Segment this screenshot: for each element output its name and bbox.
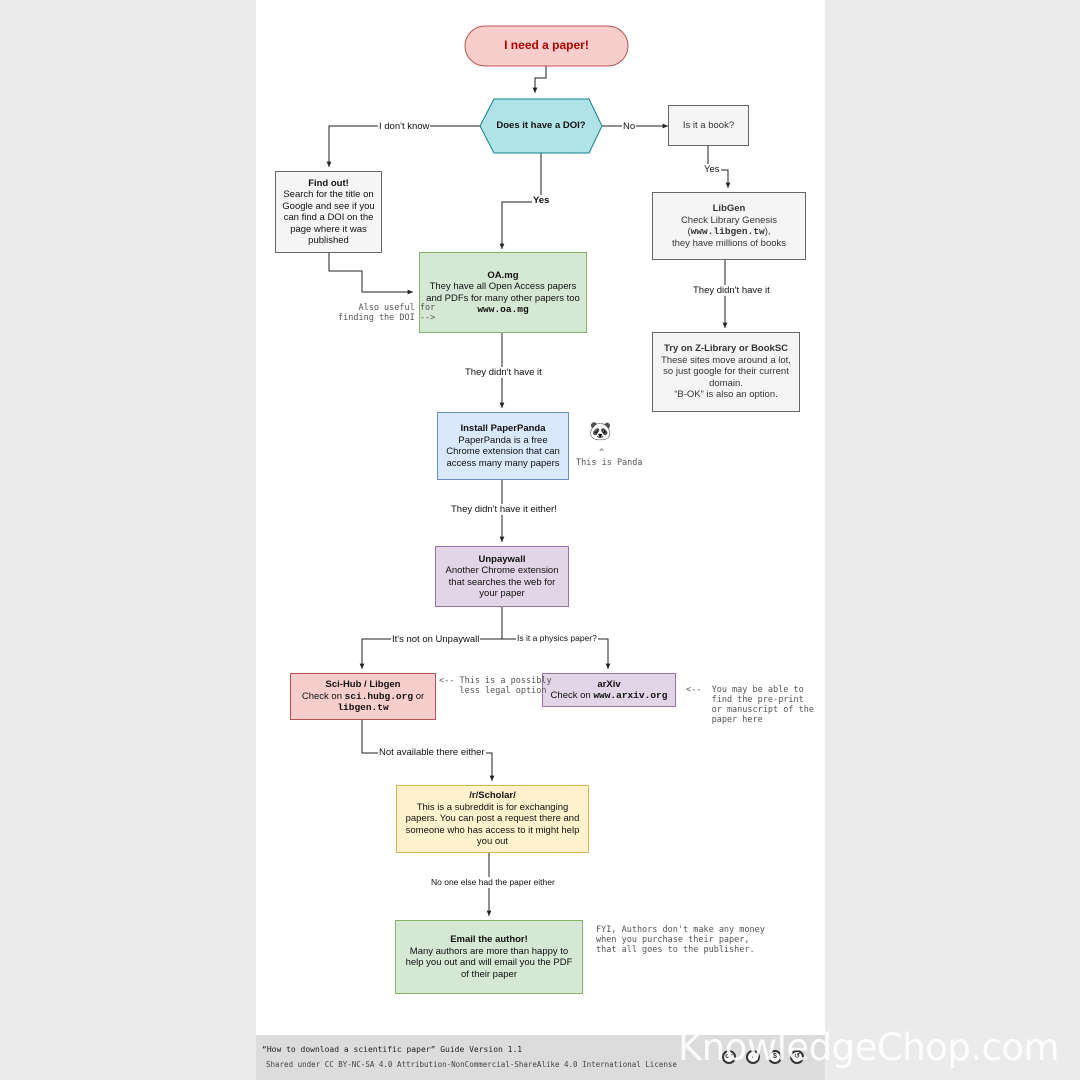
note-scihub: <-- This is a possibly less legal option xyxy=(439,676,552,696)
libgen-url: www.libgen.tw xyxy=(690,226,765,237)
paperpanda-body: PaperPanda is a free Chrome extension th… xyxy=(446,434,560,469)
edge-label-yes-book: Yes xyxy=(703,164,721,175)
email-title: Email the author! xyxy=(450,934,528,945)
start-node-shape xyxy=(464,25,629,67)
zlib-extra: “B-OK” is also an option. xyxy=(674,389,778,401)
by-icon: i xyxy=(746,1050,760,1064)
libgen-body1: Check Library Genesis xyxy=(680,214,778,226)
edge-start-to-doi xyxy=(532,66,547,93)
start-label: I need a paper! xyxy=(504,38,589,53)
scihub-prefix: Check on xyxy=(301,690,342,702)
book-question-label: Is it a book? xyxy=(682,119,735,131)
libgen-body2: they have millions of books xyxy=(671,237,787,249)
scholar-title: /r/Scholar/ xyxy=(469,790,516,802)
footer-license: Shared under CC BY-NC-SA 4.0 Attribution… xyxy=(266,1060,677,1069)
note-fyi: FYI, Authors don't make any money when y… xyxy=(596,925,765,955)
email-node: Email the author! Many authors are more … xyxy=(395,920,583,994)
find-out-body: Search for the title on Google and see i… xyxy=(282,189,375,246)
unpaywall-title: Unpaywall xyxy=(478,553,526,565)
paperpanda-title: Install PaperPanda xyxy=(460,423,546,434)
doi-question-node: Does it have a DOI? xyxy=(480,99,602,153)
scihub-or: or xyxy=(415,690,425,702)
oamg-url: www.oa.mg xyxy=(477,304,529,315)
scholar-node: /r/Scholar/ This is a subreddit is for e… xyxy=(396,785,589,853)
edge-label-libgen-fail: They didn't have it xyxy=(692,285,771,296)
panda-icon: 🐼 xyxy=(589,421,612,441)
note-panda-label: This is Panda xyxy=(576,458,643,468)
zlib-title: Try on Z-Library or BookSC xyxy=(663,343,789,355)
book-question-node: Is it a book? xyxy=(668,105,749,146)
watermark: KnowledgeChop.com xyxy=(678,1026,1060,1069)
arxiv-url: www.arxiv.org xyxy=(593,690,668,701)
edge-label-not-unpaywall: It's not on Unpaywall xyxy=(391,634,481,645)
paperpanda-node: Install PaperPanda PaperPanda is a free … xyxy=(437,412,569,480)
scihub-node: Sci-Hub / Libgen Check on sci.hubg.org o… xyxy=(290,673,436,720)
scihub-url1: sci.hubg.org xyxy=(344,690,414,702)
libgen-node: LibGen Check Library Genesis (www.libgen… xyxy=(652,192,806,260)
edge-label-yes-doi: Yes xyxy=(532,195,551,206)
edge-label-dont-know: I don't know xyxy=(378,121,431,132)
unpaywall-node: Unpaywall Another Chrome extension that … xyxy=(435,546,569,607)
doi-question-label: Does it have a DOI? xyxy=(496,120,586,132)
edge-label-physics: Is it a physics paper? xyxy=(516,633,598,644)
edge-label-not-available: Not available there either xyxy=(378,747,486,758)
edge-label-panda-fail: They didn't have it either! xyxy=(450,504,558,515)
start-node: I need a paper! xyxy=(465,26,628,66)
edge-doi-to-findout xyxy=(326,125,480,167)
footer-title: “How to download a scientific paper” Gui… xyxy=(262,1045,523,1054)
libgen-title: LibGen xyxy=(712,203,746,214)
arxiv-prefix: Check on xyxy=(550,690,591,701)
find-out-node: Find out! Search for the title on Google… xyxy=(275,171,382,253)
oamg-node: OA.mg They have all Open Access papers a… xyxy=(419,252,587,333)
arxiv-title: arXiv xyxy=(597,678,621,690)
email-body: Many authors are more than happy to help… xyxy=(405,945,573,980)
nc-icon: $ xyxy=(768,1050,782,1064)
scholar-body: This is a subreddit is for exchanging pa… xyxy=(405,801,580,848)
oamg-title: OA.mg xyxy=(487,269,519,281)
doi-question-shape xyxy=(479,98,603,154)
note-doi-help: Also useful for finding the DOI --> xyxy=(338,303,436,323)
note-arxiv: <-- You may be able to find the pre-prin… xyxy=(686,685,814,725)
find-out-title: Find out! xyxy=(308,177,349,189)
arxiv-node: arXiv Check on www.arxiv.org xyxy=(542,673,676,707)
edge-label-no: No xyxy=(622,121,637,132)
scihub-url2: libgen.tw xyxy=(337,702,389,714)
edge-findout-to-oamg xyxy=(328,253,413,295)
sa-icon: ↺ xyxy=(790,1050,804,1064)
oamg-body: They have all Open Access papers and PDF… xyxy=(426,281,580,304)
edge-label-oamg-fail: They didn't have it xyxy=(464,367,543,378)
edge-label-no-one: No one else had the paper either xyxy=(430,877,556,888)
cc-icon: cc xyxy=(722,1050,736,1064)
unpaywall-body: Another Chrome extension that searches t… xyxy=(445,565,559,599)
edge-doi-to-oamg xyxy=(499,153,542,249)
scihub-title: Sci-Hub / Libgen xyxy=(325,679,401,691)
note-panda-caret: ^ xyxy=(599,448,605,458)
arxiv-check-line: Check on www.arxiv.org xyxy=(551,690,668,702)
zlib-body: These sites move around a lot, so just g… xyxy=(661,354,791,389)
scihub-check-line: Check on sci.hubg.org or xyxy=(302,691,424,703)
libgen-url-line: (www.libgen.tw), xyxy=(687,226,771,237)
zlib-node: Try on Z-Library or BookSC These sites m… xyxy=(652,332,800,412)
